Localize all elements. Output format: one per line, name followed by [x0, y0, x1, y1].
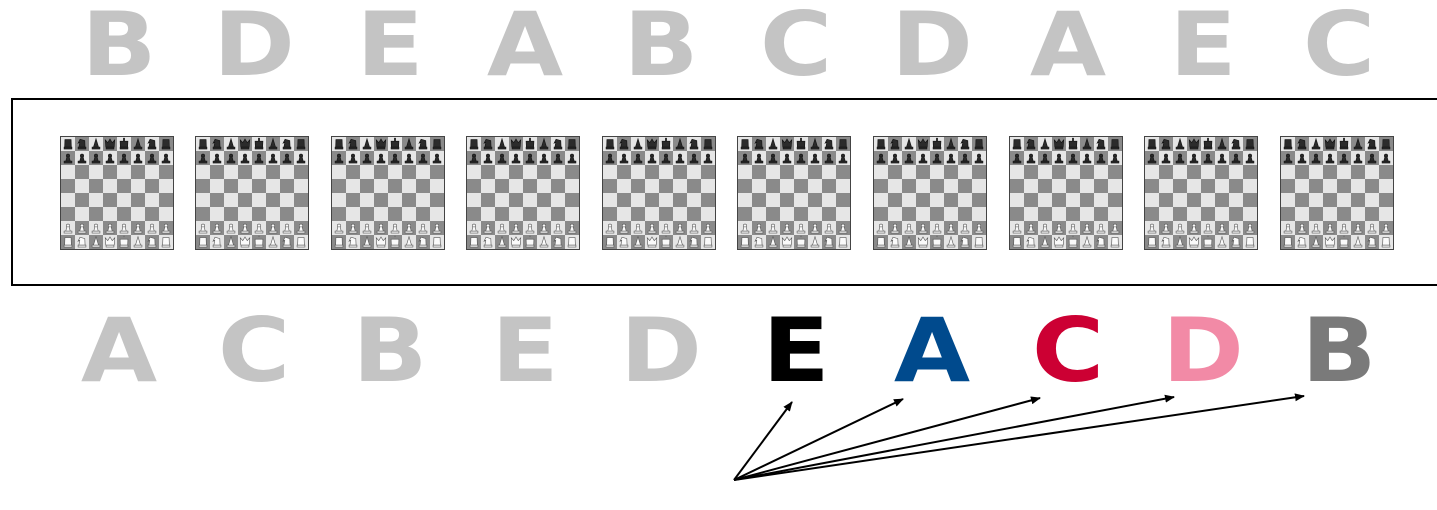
arrow-3 [734, 398, 1040, 480]
arrow-1 [734, 402, 792, 480]
arrow-4 [734, 397, 1174, 480]
